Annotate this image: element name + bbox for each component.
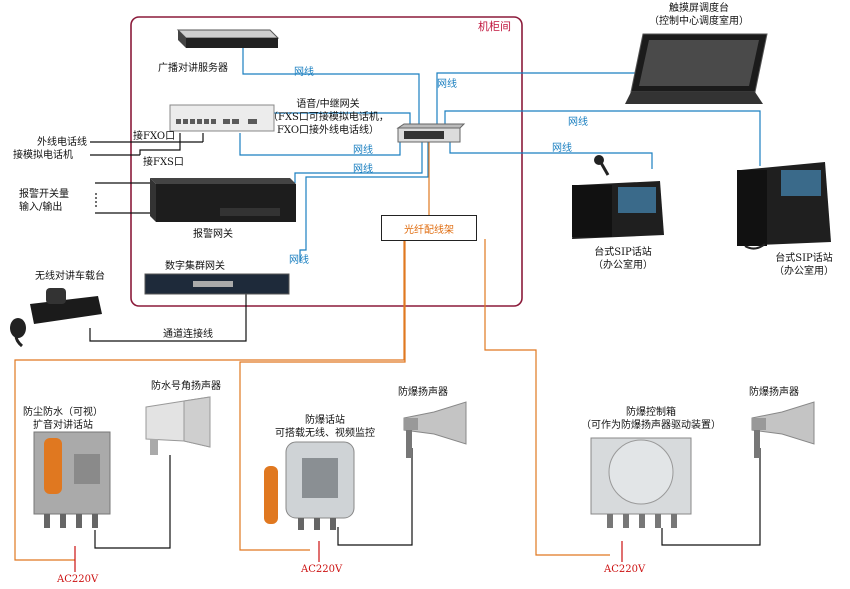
voice-gateway-device [169, 104, 275, 132]
dust-station-label: 防尘防水（可视） 扩音对讲话站 [23, 407, 103, 431]
sip-phone-1-label: 台式SIP话站 （办公室用） [593, 247, 653, 271]
ex-speaker-1-label: 防爆扬声器 [398, 387, 448, 398]
link-switch-sip1 [449, 142, 653, 169]
net-label-3: 网线 [568, 117, 588, 128]
trunk-gateway-label: 数字集群网关 [165, 261, 225, 272]
network-switch-device [396, 123, 466, 143]
link-switch-sip2 [444, 110, 761, 166]
alarm-io-label: 报警开关量 输入/输出 [19, 189, 69, 213]
signal-lines [89, 133, 761, 549]
fiber-dust-station [14, 239, 405, 561]
ex-speaker-2-device [751, 401, 815, 458]
fiber-ex-station [239, 239, 406, 551]
power-lines [74, 541, 623, 572]
link-alarm-switch [294, 142, 423, 183]
control-box-device [590, 437, 692, 528]
net-label-1: 网线 [294, 67, 314, 78]
radio-device [10, 288, 102, 348]
power-label-3: AC220V [604, 564, 646, 575]
sip-phone-2-device [737, 162, 831, 250]
trunk-gateway-device [144, 273, 290, 295]
net-label-6: 网线 [353, 164, 373, 175]
horn-speaker-label: 防水号角扬声器 [151, 381, 221, 392]
fiber-control-box [484, 239, 610, 556]
voice-gateway-label: 语音/中继网关 （FXS口可接模拟电话机， FXO口接外线电话线） [268, 99, 389, 136]
alarm-gateway-label: 报警网关 [193, 229, 233, 240]
fiber-patch-panel: 光纤配线架 [381, 215, 477, 241]
net-label-7: 网线 [289, 255, 309, 266]
sip-phone-1-device [572, 155, 664, 239]
pa-server-label: 广播对讲服务器 [158, 63, 228, 74]
link-trunk-switch [299, 142, 429, 262]
analog-phone-label: 接模拟电话机 [13, 150, 73, 161]
link-server-switch [242, 46, 420, 124]
power-label-2: AC220V [301, 564, 343, 575]
alarm-gateway-device [150, 178, 296, 222]
fxo-port-label: 接FXO口 [133, 131, 176, 142]
sip-phone-2-label: 台式SIP话站 （办公室用） [774, 253, 834, 277]
link-switch-console [436, 72, 650, 124]
fiber-lines [14, 142, 610, 561]
channel-link-label: 通道连接线 [163, 329, 213, 340]
net-label-4: 网线 [552, 143, 572, 154]
fxs-port-label: 接FXS口 [143, 157, 184, 168]
dust-station-device [33, 431, 111, 528]
link-voicegw-switch [239, 133, 401, 156]
control-box-label: 防爆控制箱 （可作为防爆扬声器驱动装置） [581, 407, 721, 431]
pa-server-device [176, 29, 280, 48]
net-label-2: 网线 [437, 79, 457, 90]
radio-label: 无线对讲车载台 [35, 271, 105, 282]
cabinet-border [130, 16, 523, 307]
touch-console-device [625, 33, 768, 104]
network-lines [239, 46, 761, 262]
cabinet-title: 机柜间 [478, 20, 511, 33]
net-label-5: 网线 [353, 145, 373, 156]
ex-speaker-2-label: 防爆扬声器 [749, 387, 799, 398]
ex-speaker-1-device [403, 401, 467, 458]
outside-line-label: 外线电话线 [37, 137, 87, 148]
touch-console-label: 触摸屏调度台 （控制中心调度室用） [649, 3, 749, 27]
power-label-1: AC220V [57, 574, 99, 585]
horn-speaker-device [145, 396, 211, 455]
ex-station-label: 防爆话站 可搭载无线、视频监控 [275, 415, 375, 439]
ex-station-device [264, 441, 355, 530]
